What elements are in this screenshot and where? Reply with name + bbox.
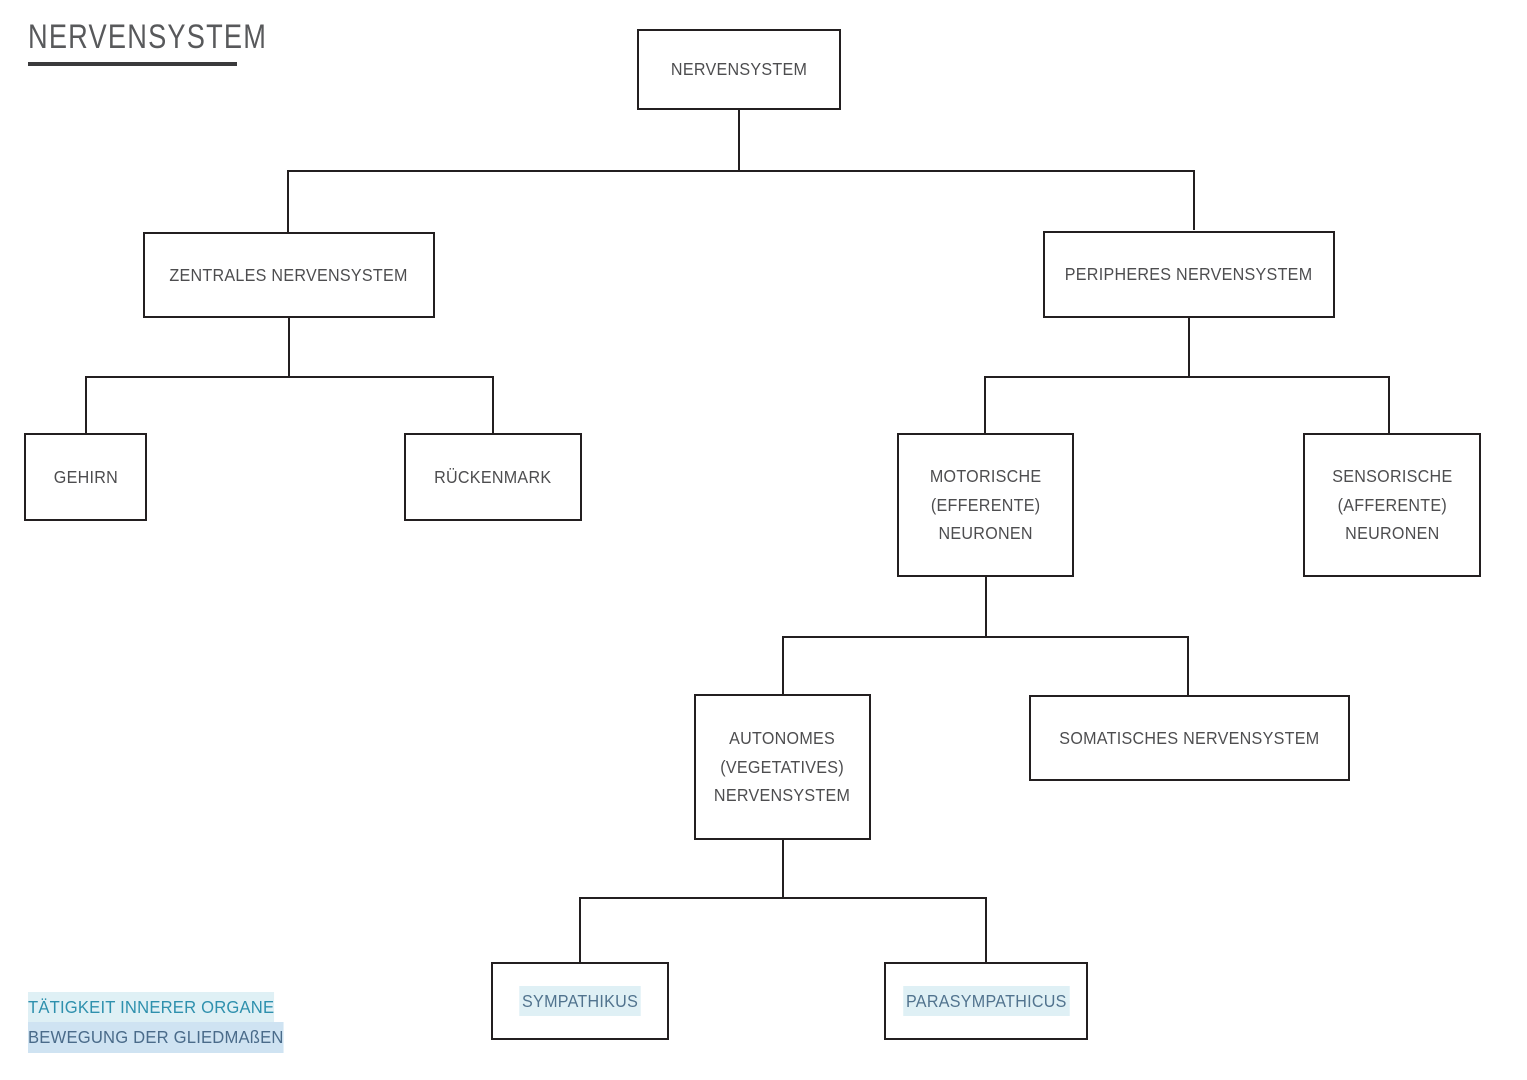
connector-to-sensory (1388, 376, 1390, 433)
node-rueckenmark-label: RÜCKENMARK (434, 466, 552, 487)
legend-item-inner-organs: TÄTIGKEIT INNERER ORGANE (28, 992, 275, 1023)
connector-cns-stem (288, 318, 290, 377)
node-sympathikus[interactable]: SYMPATHIKUS (491, 962, 669, 1040)
node-zentrales-nervensystem[interactable]: ZENTRALES NERVENSYSTEM (143, 232, 435, 318)
node-peripheres-nervensystem[interactable]: PERIPHERES NERVENSYSTEM (1043, 231, 1335, 318)
connector-pns-stem (1188, 318, 1190, 377)
connector-to-brain (85, 376, 87, 433)
node-sympathikus-label: SYMPATHIKUS (519, 985, 641, 1017)
connector-autonomic-bus (579, 897, 987, 899)
legend-item-limb-movement: BEWEGUNG DER GLIEDMAßEN (28, 1022, 284, 1053)
node-zentrales-nervensystem-label: ZENTRALES NERVENSYSTEM (169, 264, 409, 285)
node-gehirn[interactable]: GEHIRN (24, 433, 147, 521)
legend: TÄTIGKEIT INNERER ORGANE BEWEGUNG DER GL… (28, 992, 297, 1053)
node-nervensystem-label: NERVENSYSTEM (670, 59, 808, 80)
node-motorische-neuronen[interactable]: MOTORISCHE (EFFERENTE) NEURONEN (897, 433, 1074, 577)
connector-to-sympathetic (579, 897, 581, 963)
node-peripheres-nervensystem-label: PERIPHERES NERVENSYSTEM (1065, 264, 1313, 285)
connector-motor-stem (985, 577, 987, 637)
connector-autonomic-stem (782, 840, 784, 898)
title-underline (28, 62, 237, 66)
connector-to-spinal-cord (492, 376, 494, 433)
node-parasympathicus-label: PARASYMPATHICUS (902, 985, 1070, 1017)
node-nervensystem[interactable]: NERVENSYSTEM (637, 29, 841, 110)
node-autonomes-nervensystem[interactable]: AUTONOMES (VEGETATIVES) NERVENSYSTEM (694, 694, 871, 840)
node-gehirn-label: GEHIRN (53, 466, 118, 487)
connector-motor-bus (782, 636, 1189, 638)
connector-to-parasympathetic (985, 897, 987, 963)
connector-cns-bus (85, 376, 494, 378)
connector-to-autonomic (782, 636, 784, 694)
page-title: NERVENSYSTEM (28, 18, 268, 56)
node-rueckenmark[interactable]: RÜCKENMARK (404, 433, 582, 521)
connector-pns-bus (984, 376, 1390, 378)
node-sensorische-neuronen-label: SENSORISCHE (AFFERENTE) NEURONEN (1331, 466, 1453, 544)
node-somatisches-nervensystem[interactable]: SOMATISCHES NERVENSYSTEM (1029, 695, 1350, 781)
node-somatisches-nervensystem-label: SOMATISCHES NERVENSYSTEM (1059, 727, 1320, 748)
connector-to-motor (984, 376, 986, 433)
connector-to-somatic (1187, 636, 1189, 695)
connector-to-cns (287, 170, 289, 232)
node-motorische-neuronen-label: MOTORISCHE (EFFERENTE) NEURONEN (929, 466, 1042, 544)
connector-level1-bus (287, 170, 1195, 172)
node-autonomes-nervensystem-label: AUTONOMES (VEGETATIVES) NERVENSYSTEM (714, 728, 851, 806)
connector-to-pns (1193, 170, 1195, 230)
node-parasympathicus[interactable]: PARASYMPATHICUS (884, 962, 1088, 1040)
connector-root-stem (738, 110, 740, 171)
node-sensorische-neuronen[interactable]: SENSORISCHE (AFFERENTE) NEURONEN (1303, 433, 1481, 577)
